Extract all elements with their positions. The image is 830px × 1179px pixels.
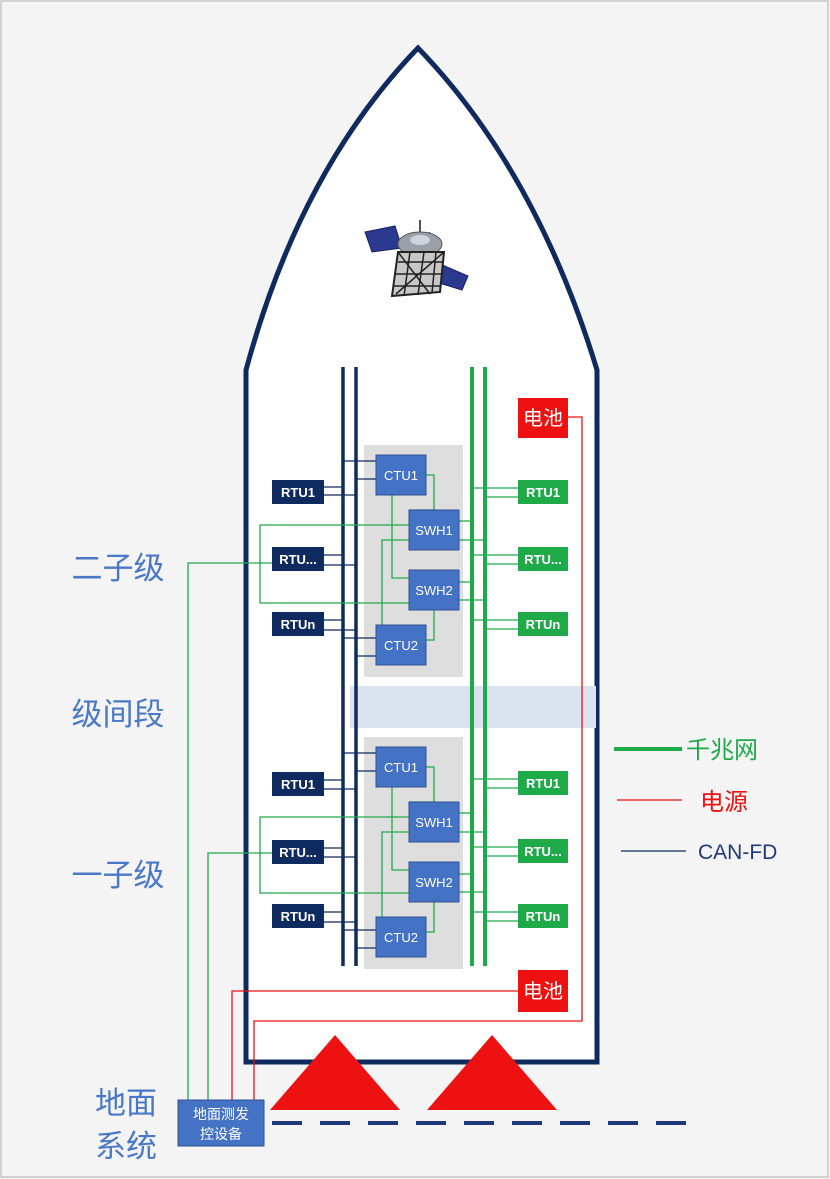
upper-swh1 bbox=[408, 509, 460, 551]
upper-battery bbox=[518, 398, 568, 438]
lower-ctu1 bbox=[375, 746, 427, 788]
upper-ctu1-label: CTU1 bbox=[384, 468, 418, 483]
lower-swh1-label: SWH1 bbox=[415, 815, 453, 830]
lower-swh2-label: SWH2 bbox=[415, 875, 453, 890]
lower-ctu2 bbox=[375, 916, 427, 958]
upper-battery-label: 电池 bbox=[523, 406, 563, 430]
upper-eth-rtun-label: RTUn bbox=[526, 617, 561, 632]
flame-icon bbox=[270, 1035, 400, 1110]
ground-equipment-label-2: 控设备 bbox=[200, 1126, 242, 1143]
lower-stage-units: CTU1 SWH1 SWH2 CTU2 RTU1 RTU... RTUn RTU… bbox=[272, 746, 568, 1012]
upper-ctu2-label: CTU2 bbox=[384, 638, 418, 653]
lower-ctu1-label: CTU1 bbox=[384, 760, 418, 775]
lower-ctu2-label: CTU2 bbox=[384, 930, 418, 945]
lower-eth-rtun bbox=[518, 904, 568, 928]
upper-eth-rtu1 bbox=[518, 480, 568, 504]
lower-can-rtu-mid-label: RTU... bbox=[279, 845, 317, 860]
lower-stage-label: 一子级 bbox=[72, 858, 165, 894]
upper-can-rtun bbox=[272, 612, 324, 636]
interstage-label: 级间段 bbox=[72, 697, 165, 733]
upper-swh2-label: SWH2 bbox=[415, 583, 453, 598]
upper-stage-label: 二子级 bbox=[72, 551, 165, 587]
lower-eth-rtu1 bbox=[518, 771, 568, 795]
lower-can-rtun-label: RTUn bbox=[281, 909, 316, 924]
lower-eth-rtu-mid bbox=[518, 839, 568, 863]
ground-equipment bbox=[177, 1099, 265, 1147]
power-lines bbox=[231, 416, 583, 1100]
upper-swh2 bbox=[408, 569, 460, 611]
upper-eth-rtu1-label: RTU1 bbox=[526, 485, 560, 500]
lower-eth-rtun-label: RTUn bbox=[526, 909, 561, 924]
lower-eth-rtu1-label: RTU1 bbox=[526, 776, 560, 791]
lower-can-rtu-mid bbox=[272, 840, 324, 864]
upper-eth-rtu-mid-label: RTU... bbox=[524, 552, 562, 567]
ground-system-label-2: 系统 bbox=[95, 1129, 157, 1165]
satellite-icon bbox=[360, 208, 479, 305]
legend-canfd-label: CAN-FD bbox=[698, 841, 777, 864]
lower-battery-label: 电池 bbox=[523, 979, 563, 1003]
flame-icon bbox=[427, 1035, 557, 1110]
lower-can-rtu1-label: RTU1 bbox=[281, 777, 315, 792]
upper-can-rtu-mid-label: RTU... bbox=[279, 552, 317, 567]
gigabit-network bbox=[187, 367, 518, 1100]
upper-can-rtu1-label: RTU1 bbox=[281, 485, 315, 500]
canfd-bus bbox=[324, 367, 376, 966]
upper-swh1-label: SWH1 bbox=[415, 523, 453, 538]
upper-can-rtu1 bbox=[272, 480, 324, 504]
upper-can-rtun-label: RTUn bbox=[281, 617, 316, 632]
legend-power-label: 电源 bbox=[700, 788, 748, 816]
lower-can-rtun bbox=[272, 904, 324, 928]
upper-ctu1 bbox=[375, 454, 427, 496]
upper-can-rtu-mid bbox=[272, 547, 324, 571]
lower-battery bbox=[518, 970, 568, 1012]
lower-swh1 bbox=[408, 801, 460, 843]
upper-eth-rtu-mid bbox=[518, 547, 568, 571]
upper-eth-rtun bbox=[518, 612, 568, 636]
upper-stage-units: CTU1 SWH1 SWH2 CTU2 RTU1 RTU... RTUn RTU… bbox=[272, 398, 568, 666]
ground-equipment-label-1: 地面测发 bbox=[193, 1107, 249, 1123]
legend-gigabit-label: 千兆网 bbox=[686, 736, 758, 764]
lower-can-rtu1 bbox=[272, 772, 324, 796]
lower-swh2 bbox=[408, 861, 460, 903]
lower-eth-rtu-mid-label: RTU... bbox=[524, 844, 562, 859]
upper-ctu2 bbox=[375, 624, 427, 666]
legend: 千兆网 电源 CAN-FD bbox=[614, 736, 777, 864]
ground-system-label-1: 地面 bbox=[95, 1086, 157, 1122]
